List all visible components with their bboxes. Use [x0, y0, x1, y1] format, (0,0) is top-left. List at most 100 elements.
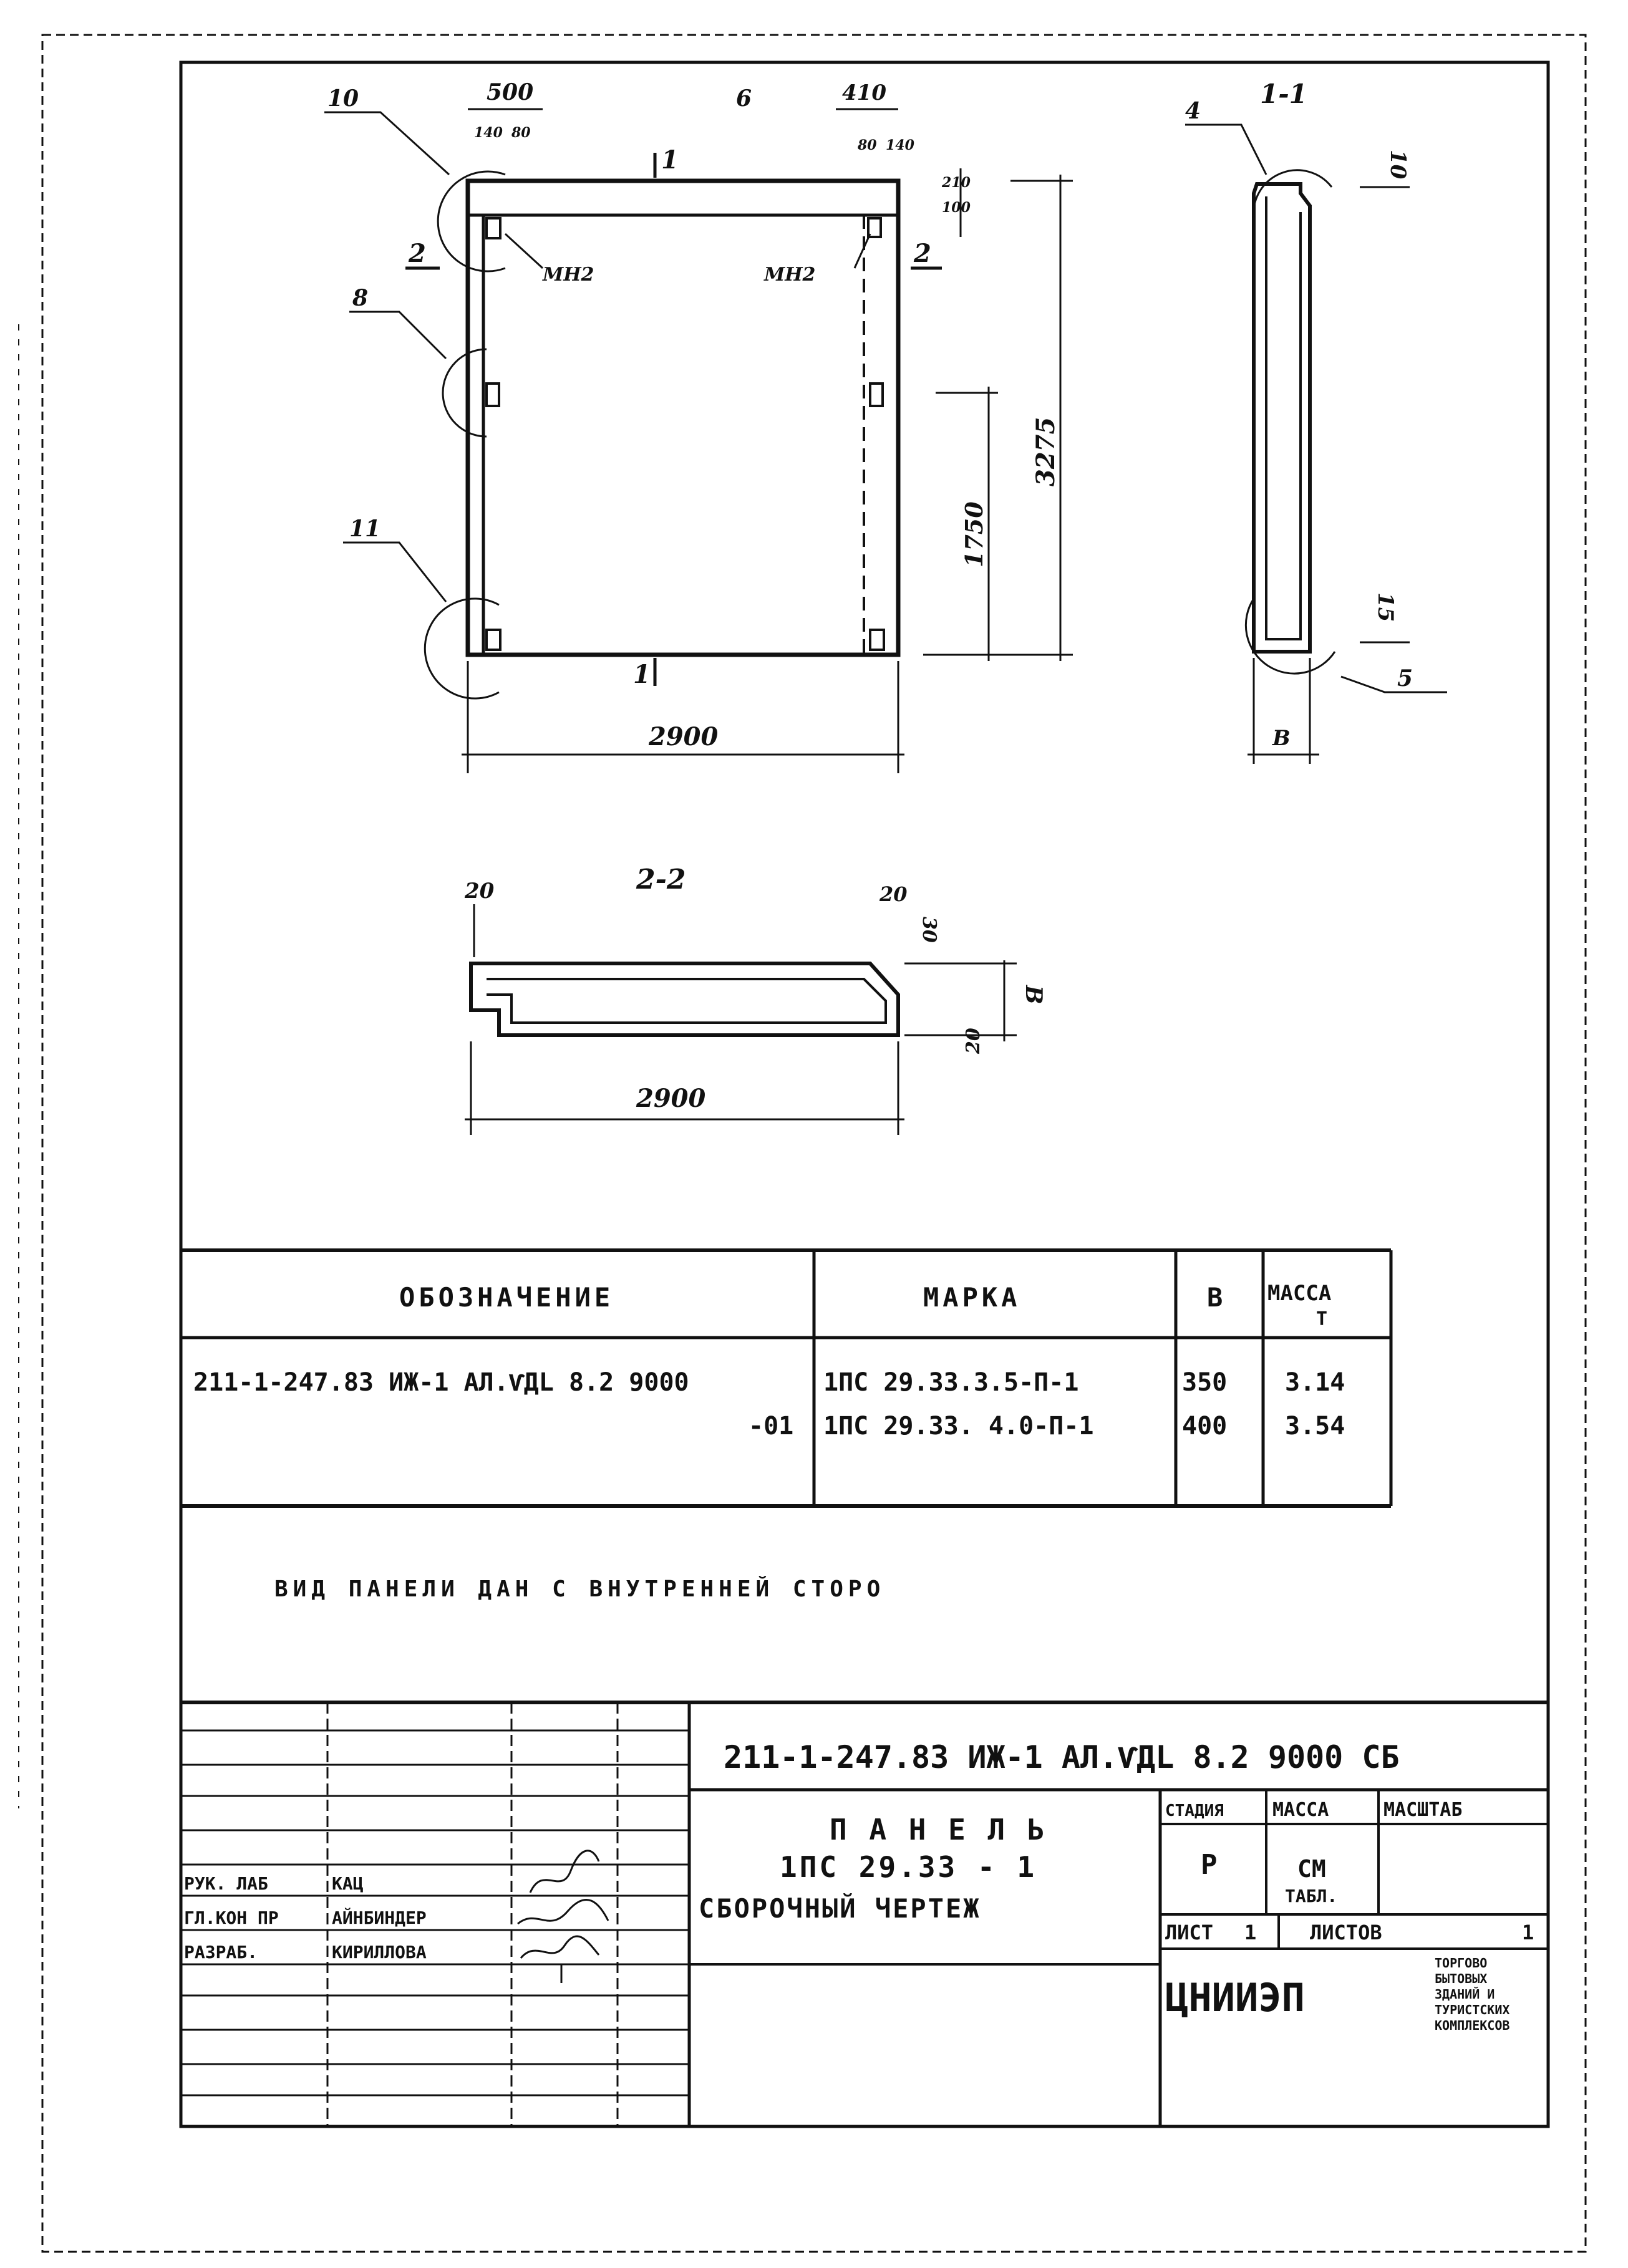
spec-row1-designation: 211-1-247.83 ИЖ-1 АЛ.ѴДL 8.2 9000: [193, 1368, 689, 1397]
label-dim-width: 2900: [648, 722, 718, 751]
section-1-1-outline: [1252, 182, 1312, 654]
tb-sheets-value: 1: [1522, 1921, 1534, 1944]
label-small-140a: 140: [474, 125, 503, 141]
spec-header-mass: МАССА: [1267, 1281, 1331, 1306]
leader-4: [1185, 123, 1267, 175]
leader-10: [324, 111, 450, 176]
tb-sheets-label: ЛИСТОВ: [1310, 1921, 1382, 1944]
tb-org-sub-2: БЫТОВЫХ: [1435, 1971, 1487, 1986]
label-callout-10: 10: [327, 85, 359, 112]
embed-mid-left: [485, 382, 500, 407]
tb-org-sub-5: КОМПЛЕКСОВ: [1435, 2018, 1509, 2033]
section-2-2-label-20-right: 20: [879, 882, 908, 906]
label-cut-1-bot: 1: [633, 660, 651, 689]
label-mn2-left: МН2: [542, 264, 594, 286]
label-side-100: 100: [942, 200, 971, 216]
tb-title-1: П А Н Е Л Ь: [830, 1813, 1047, 1846]
label-mn2-right: МН2: [763, 264, 815, 286]
label-cut-2-right: 2: [913, 239, 931, 268]
label-small-80b: 80: [857, 137, 877, 153]
section-1-1-title: 1-1: [1260, 79, 1307, 109]
embed-mid-right: [869, 382, 884, 407]
section-2-2-outline: [469, 962, 900, 1037]
label-center-6: 6: [736, 85, 752, 112]
tb-scale-header: МАСШТАБ: [1383, 1799, 1462, 1821]
spec-header-designation: ОБОЗНАЧЕНИЕ: [399, 1282, 614, 1313]
section-1-1-label-10: 10: [1385, 150, 1410, 180]
title-block: 211-1-247.83 ИЖ-1 АЛ.ѴДL 8.2 9000 СБ П А…: [181, 1701, 1548, 2126]
signature-2: [517, 1898, 609, 1925]
tb-org-sub-3: ЗДАНИЙ И: [1435, 1987, 1495, 2002]
tb-role-1: РУК. ЛАБ: [184, 1873, 268, 1894]
leader-5: [1340, 675, 1447, 693]
embed-bot-left: [485, 629, 501, 651]
tb-name-2: АЙНБИНДЕР: [332, 1907, 427, 1928]
spec-header-mass-unit: Т: [1316, 1308, 1327, 1330]
label-dim-410: 410: [842, 80, 886, 105]
spec-table: ОБОЗНАЧЕНИЕ МАРКА В МАССА Т 211-1-247.83…: [181, 1248, 1393, 1508]
section-2-2-title: 2-2: [636, 864, 686, 895]
tb-stage-header: СТАДИЯ: [1165, 1802, 1224, 1820]
section-2-2-label-width: 2900: [636, 1084, 705, 1113]
section-2-2-inner: [487, 978, 887, 1024]
tb-mass-value: СМ: [1297, 1855, 1326, 1883]
tb-org-sub-1: ТОРГОВО: [1435, 1956, 1487, 1971]
tb-org-sub-4: ТУРИСТСКИХ: [1435, 2002, 1509, 2017]
tb-sheet-value: 1: [1244, 1921, 1256, 1944]
label-callout-11: 11: [349, 516, 380, 542]
tb-name-3: КИРИЛЛОВА: [332, 1942, 427, 1962]
leader-11: [343, 541, 447, 602]
label-dim-mid: 1750: [960, 501, 988, 567]
spec-header-mark: МАРКА: [923, 1282, 1020, 1313]
panel-outline: [465, 178, 901, 657]
section-1-1-top-circle: [1252, 169, 1333, 219]
section-1-1-label-b: В: [1272, 726, 1291, 751]
tb-title-2: 1ПС 29.33 - 1: [780, 1850, 1037, 1884]
tb-org: ЦНИИЭП: [1165, 1975, 1305, 2020]
label-cut-1-top: 1: [661, 145, 679, 175]
tb-sheet-label: ЛИСТ: [1165, 1921, 1213, 1944]
tb-mass-value2: ТАБЛ.: [1285, 1886, 1337, 1906]
signature-1: [529, 1850, 600, 1893]
spec-row2-b: 400: [1182, 1412, 1227, 1440]
tb-title-3: СБОРОЧНЫЙ ЧЕРТЕЖ: [699, 1893, 981, 1924]
section-2-2-label-30: 30: [918, 917, 940, 943]
front-view: 10 500 6 410 140 80 80 140 100 210 1 1 2…: [324, 79, 1073, 773]
embed-top-left: [485, 217, 501, 239]
section-1-1: 4 1-1 10 15 5 В: [1185, 79, 1447, 764]
label-side-210: 210: [941, 175, 971, 191]
tb-stage-value: Р: [1201, 1849, 1218, 1881]
tb-name-1: КАЦ: [332, 1873, 364, 1894]
tb-code: 211-1-247.83 ИЖ-1 АЛ.ѴДL 8.2 9000 СБ: [724, 1739, 1400, 1775]
callout-circle-10: [437, 170, 506, 273]
outer-frame: [41, 34, 1587, 2253]
leader-mn2-right: [853, 233, 871, 269]
section-2-2: 2-2 20 20 30 В 20 2900: [464, 864, 1047, 1135]
label-small-80a: 80: [511, 125, 531, 141]
label-dim-height: 3275: [1031, 417, 1060, 486]
label-small-140b: 140: [886, 137, 915, 153]
spec-row1-mass: 3.14: [1285, 1368, 1345, 1397]
section-2-2-label-20-bottom: 20: [962, 1028, 984, 1054]
signature-3: [520, 1935, 600, 1983]
spec-row1-mark: 1ПС 29.33.3.5-П-1: [823, 1368, 1078, 1397]
label-callout-8: 8: [352, 285, 368, 311]
spec-row2-designation: -01: [749, 1412, 793, 1440]
spec-row2-mark: 1ПС 29.33. 4.0-П-1: [823, 1412, 1093, 1440]
tb-role-3: РАЗРАБ.: [184, 1942, 258, 1962]
label-dim-500: 500: [487, 79, 533, 105]
tb-role-2: ГЛ.КОН ПР: [184, 1908, 279, 1928]
section-2-2-label-20-left: 20: [464, 879, 495, 904]
label-cut-2-left: 2: [408, 239, 426, 268]
spec-row2-mass: 3.54: [1285, 1412, 1345, 1440]
embed-bot-right: [869, 629, 885, 651]
section-2-2-label-b: В: [1020, 985, 1047, 1004]
label-callout-4: 4: [1185, 98, 1201, 124]
tb-mass-header: МАССА: [1272, 1799, 1329, 1821]
section-1-1-inner: [1265, 196, 1302, 640]
inner-frame: [179, 60, 1550, 2128]
spec-header-b: В: [1207, 1282, 1223, 1313]
leader-mn2-left: [504, 233, 544, 269]
